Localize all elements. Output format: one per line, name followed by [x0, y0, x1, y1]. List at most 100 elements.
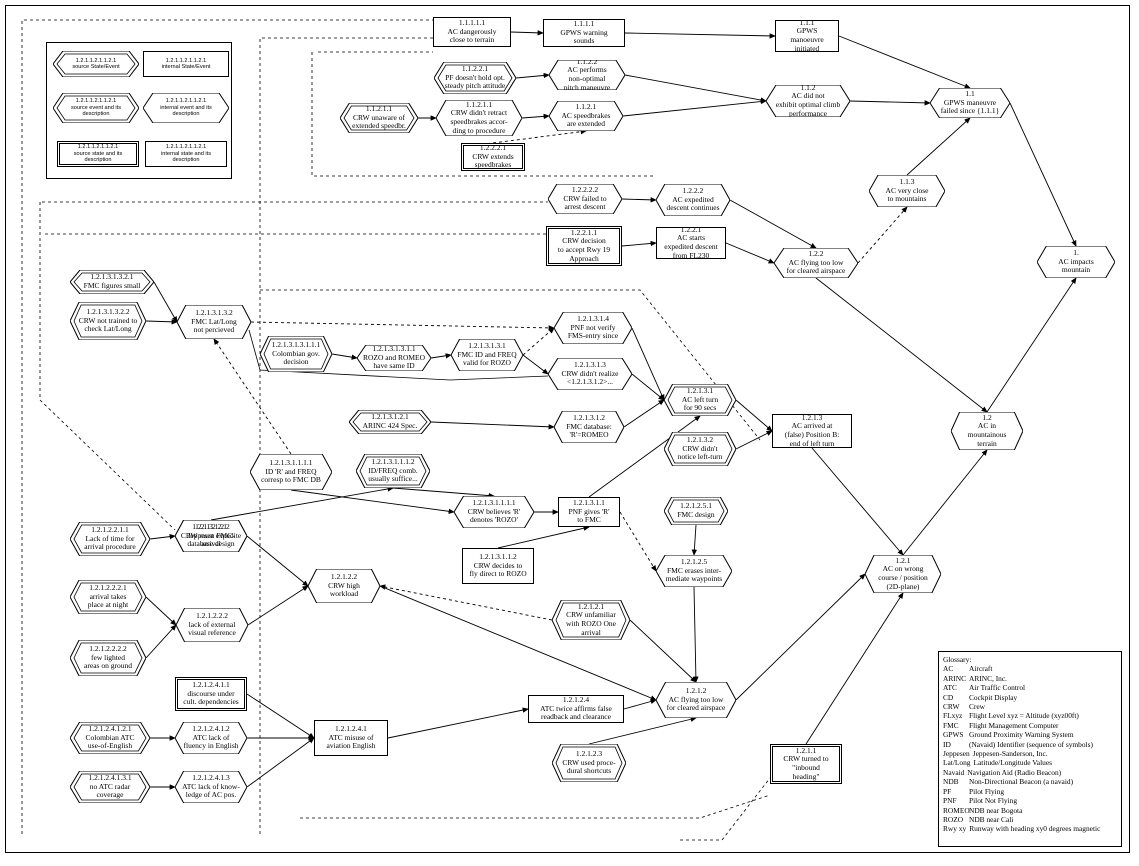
glossary-def: Air Traffic Control: [969, 683, 1026, 693]
node-shape: [176, 608, 248, 642]
node-shape: [664, 384, 736, 416]
glossary-term: NDB: [943, 777, 959, 787]
node-shape: [451, 339, 523, 371]
node-shape: [656, 184, 730, 216]
edge: [522, 354, 549, 375]
node-shape: [1037, 246, 1115, 278]
edge: [588, 415, 701, 498]
node-text: AC flying too low for cleared airspace: [666, 694, 726, 713]
node-text: CRW decides to fly direct to ROZO: [469, 560, 527, 579]
node-id: 1.2.1.2.2.1.1: [91, 525, 129, 535]
node-shape: [869, 175, 945, 207]
edge: [379, 585, 657, 701]
node-text: CRW failed to arrest descent: [563, 193, 607, 212]
node-shape: [656, 682, 736, 718]
node-id: 1.2.2: [808, 249, 824, 259]
node-id: 1.2.1.3.1.3: [574, 360, 606, 370]
node-id: 1.2.1.3.1.3.2.2: [86, 307, 130, 317]
node-shape: [656, 555, 732, 587]
node-text: few lighted areas on ground: [84, 652, 132, 671]
node-text: CRW didn't realize <1.2.1.3.1.2>...: [561, 368, 619, 387]
edge: [379, 584, 553, 621]
edge: [735, 399, 773, 432]
node-id: 1.2.2.2.1: [479, 143, 507, 153]
node-id: 1.2.1.2.2.2.2: [89, 644, 127, 654]
node-id: 1.2.1.3.1.3.1: [468, 341, 506, 351]
dashed-route: [259, 37, 433, 834]
legend-shape: [53, 51, 139, 77]
node-shape: [436, 100, 522, 136]
node-shape: [357, 345, 431, 371]
node-shape: [930, 88, 1010, 118]
glossary-def: Pilot Flying: [969, 786, 1005, 796]
node-text: GPWS warning sounds: [560, 27, 608, 46]
edge: [145, 319, 178, 325]
node-id: 1.1.2.2.1: [461, 64, 489, 74]
edge: [815, 277, 988, 413]
node-shape: [70, 722, 150, 754]
edge: [213, 338, 292, 455]
node-shape: [70, 580, 146, 614]
node-text: Jeppesen FMC- database design: [187, 530, 235, 549]
node-id: 1.1.1.1: [573, 19, 595, 29]
node-text: AC in mountainous terrain: [967, 421, 1007, 448]
glossary-def: Aircraft: [969, 664, 993, 674]
legend-id: 1.2.1.1.2.1.1.2.1: [75, 98, 117, 105]
edge: [986, 277, 1077, 413]
node-id: 1.2.1.2.4.1.3.1: [88, 773, 132, 783]
glossary-title: Glossary:: [943, 655, 972, 664]
node-text: Colombian ATC use-of-English: [85, 732, 135, 751]
node-shape: [260, 336, 332, 372]
node-shape: [177, 305, 251, 339]
edge: [145, 596, 177, 626]
edge: [1009, 102, 1077, 247]
solid-route: [248, 329, 549, 381]
node-id: 1.2.1.3.1.1: [573, 498, 605, 508]
node-text: CRW believes 'R' denotes 'ROZO': [467, 506, 521, 525]
glossary-def: Runway with heading xy0 degrees magnetic: [969, 824, 1101, 834]
node-id: 1.2.2.1.1: [570, 227, 598, 237]
node-id: 1.2.1.3.1.2: [573, 413, 605, 423]
node-text: CRW not trained to check Lat/Long: [78, 315, 138, 334]
node-text: CRW must expedite arrival: [180, 530, 242, 549]
node-shape: [554, 312, 632, 344]
node-id: 1.2.1.2.4.1.2: [192, 724, 230, 734]
node-id: 1.2.1.3.1.2.1: [371, 412, 409, 422]
node-id: 1.2.1.3.1.3.1.1: [372, 345, 416, 354]
edge: [811, 447, 904, 556]
node-shape: [250, 454, 332, 490]
node-text: no ATC radar coverage: [89, 781, 131, 800]
legend-id: 1.2.1.1.2.1.1.2.1: [165, 98, 207, 105]
node-id: 1.2.1.3.1.1.1.2: [371, 457, 415, 467]
node-id: 1.2.1.2.2: [330, 572, 358, 582]
node-id: 1.2.2.2.2: [571, 185, 599, 195]
glossary-term: AC: [943, 664, 954, 674]
node-id: 1.1.2.2: [576, 60, 598, 66]
node-shape: [308, 569, 380, 603]
node-shape: [70, 771, 150, 803]
